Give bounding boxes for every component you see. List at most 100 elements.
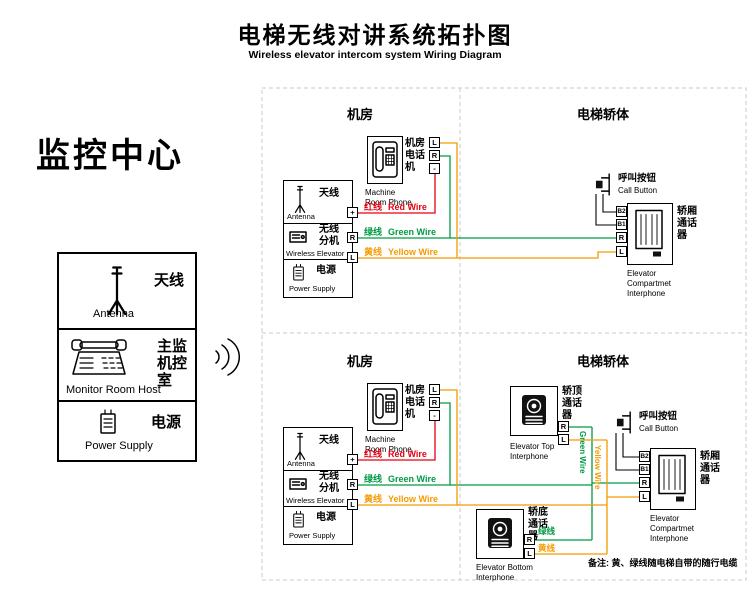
wireless-power-en: Power Supply [289, 531, 336, 540]
antenna-icon [294, 432, 306, 460]
green-wire-label: 绿线 Green Wire [364, 472, 436, 485]
section-top: 机房 电梯轿体 机房 电话 机 L R - Machine Room Phone [262, 88, 747, 333]
terminal-L: L [429, 384, 440, 395]
monitor-antenna-label-zh: 天线 [154, 272, 185, 289]
terminal-L: L [429, 137, 440, 148]
call-button-wires-bottom [615, 433, 639, 471]
phone-zh-line: 电话 [405, 150, 425, 161]
power-supply-icon [293, 263, 304, 281]
phone-en-line: Room Phone [365, 445, 412, 454]
monitor-power-label-zh: 电源 [151, 414, 182, 431]
yellow-wire-tag: 黄线 [538, 543, 556, 553]
ext-zh-line: 无线 [319, 224, 339, 235]
monitor-host-label-zh: 主监 机控 室 [157, 338, 187, 389]
footnote: 备注: 黄、绿线随电梯自带的随行电缆 [588, 558, 738, 568]
page-subtitle: Wireless elevator intercom system Wiring… [248, 49, 502, 61]
ext-zh-line: 分机 [319, 483, 339, 494]
machine-room-phone-box [367, 136, 403, 184]
call-button-icon [595, 173, 610, 196]
wireless-antenna-en: Antenna [287, 212, 315, 221]
terminal-L: L [616, 246, 627, 257]
comp-en-line: Elevator [650, 514, 680, 523]
wireless-ext-en: Wireless Elevator [286, 496, 345, 505]
wireless-ext-zh: 无线 分机 [319, 224, 339, 248]
comp-zh-line: 轿厢 [700, 451, 720, 462]
tip-zh-line: 轿顶 [562, 386, 582, 397]
wireless-antenna-zh: 天线 [319, 435, 339, 446]
machine-room-phone-box [367, 383, 403, 431]
call-button-zh: 呼叫按钮 [618, 173, 657, 184]
monitor-center-heading: 监控中心 [36, 137, 184, 175]
green-wire-zh: 绿线 [364, 227, 383, 237]
terminal-R: R [429, 150, 440, 161]
wireless-module-icon [289, 478, 307, 490]
antenna-icon [107, 266, 127, 316]
wireless-power-zh: 电源 [316, 512, 336, 523]
power-supply-icon [293, 510, 304, 528]
wireless-antenna-zh: 天线 [319, 188, 339, 199]
compartment-interphone-box [650, 448, 696, 510]
wireless-unit-box: 天线 Antenna 无线 分机 Wireless Elevator [283, 427, 353, 545]
yellow-wire-zh: 黄线 [364, 494, 383, 504]
red-wire-zh: 红线 [364, 449, 383, 459]
area-elevator-body: 电梯轿体 [577, 354, 630, 369]
green-wire-top [358, 155, 616, 239]
compartment-interphone-label-zh: 轿厢 通话 器 [700, 451, 720, 487]
call-button-icon [616, 411, 631, 434]
comp-zh-line: 轿厢 [677, 206, 697, 217]
terminal-B2: B2 [616, 206, 627, 217]
comp-en-line: Elevator [627, 269, 657, 278]
terminal-plus: + [347, 454, 358, 465]
red-wire-zh: 红线 [364, 202, 383, 212]
section-bottom: 机房 电梯轿体 机房 电话 机 L R - Machine Room Phone [262, 335, 747, 582]
terminal-R: R [347, 479, 358, 490]
elevator-top-interphone-label-zh: 轿顶 通话 器 [562, 386, 582, 422]
terminal-B2: B2 [639, 451, 650, 462]
yellow-wire-zh: 黄线 [364, 247, 383, 257]
wall-phone-icon [372, 388, 398, 425]
green-wire-en: Green Wire [388, 474, 436, 484]
phone-en-line: Room Phone [365, 198, 412, 207]
monitor-power-row: 电源 Power Supply [59, 402, 195, 460]
comp-zh-line: 通话 [700, 463, 720, 474]
red-wire-en: Red Wire [388, 202, 427, 212]
monitor-antenna-label-en: Antenna [93, 308, 134, 320]
terminal-minus: - [429, 163, 440, 174]
area-elevator-body: 电梯轿体 [577, 107, 630, 122]
wireless-ext-row: 无线 分机 Wireless Elevator [284, 224, 352, 260]
terminal-L: L [347, 499, 358, 510]
terminal-R: R [347, 232, 358, 243]
bip-zh-line: 轿底 [528, 507, 548, 518]
antenna-icon [294, 185, 306, 213]
monitor-host-row: 主监 机控 室 Monitor Room Host [59, 330, 195, 402]
phone-zh-line: 机房 [405, 385, 425, 396]
bip-en-line: Elevator Bottom [476, 563, 533, 572]
phone-zh-line: 机 [405, 409, 415, 420]
wireless-module-icon [289, 231, 307, 243]
terminal-L: L [639, 491, 650, 502]
tip-zh-line: 器 [562, 410, 572, 421]
vertical-green-wire-label: Green Wire [578, 431, 587, 474]
elevator-bottom-interphone-box [476, 509, 524, 559]
wireless-power-row: 电源 Power Supply [284, 260, 352, 296]
terminal-B1: B1 [639, 464, 650, 475]
host-zh-line: 机控 [157, 355, 188, 372]
machine-room-phone-label-zh: 机房 电话 机 [405, 385, 425, 421]
comp-en-line: Compartmet [650, 524, 695, 533]
monitor-power-label-en: Power Supply [85, 440, 153, 452]
comp-en-line: Interphone [650, 534, 689, 543]
terminal-B1: B1 [616, 219, 627, 230]
elevator-top-interphone-label-en: Elevator Top Interphone [510, 442, 554, 462]
page-title: 电梯无线对讲系统拓扑图 [237, 22, 513, 48]
terminal-R: R [558, 421, 569, 432]
green-wire-bottom [358, 402, 639, 541]
phone-en-line: Machine [365, 435, 396, 444]
phone-zh-line: 机 [405, 162, 415, 173]
green-wire-zh: 绿线 [364, 474, 383, 484]
wireless-antenna-en: Antenna [287, 459, 315, 468]
